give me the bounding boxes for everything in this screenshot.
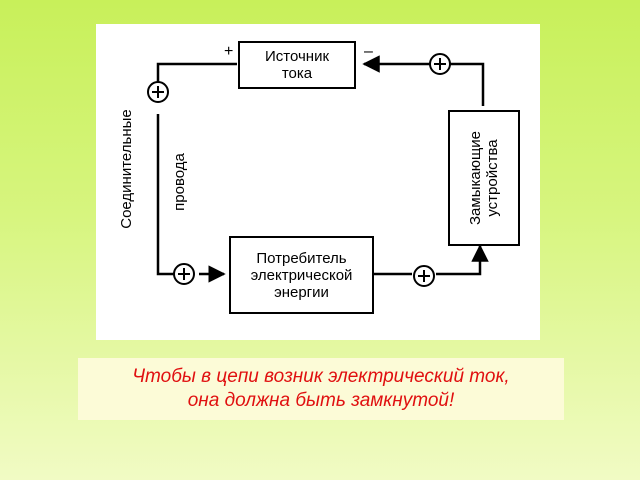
plus-circle-top-right-icon: [429, 53, 451, 75]
wire-top-right: [362, 55, 485, 106]
minus-sign: –: [364, 43, 373, 60]
plus-sign: +: [224, 43, 233, 60]
wire-left: [156, 114, 178, 276]
switch-box: Замыкающие устройства: [448, 110, 520, 246]
caption-text: Чтобы в цепи возник электрический ток, о…: [132, 366, 510, 411]
circuit-diagram-panel: + – Источник тока Потребитель электричес…: [96, 24, 540, 340]
current-source-box: Источник тока: [238, 41, 356, 89]
wire-right-up: [436, 244, 489, 276]
consumer-box: Потребитель электрической энергии: [229, 236, 374, 314]
caption-box: Чтобы в цепи возник электрический ток, о…: [78, 358, 564, 420]
plus-circle-bottom-left-icon: [173, 263, 195, 285]
plus-circle-bottom-right-icon: [413, 265, 435, 287]
wire-top-left: [156, 62, 237, 90]
circuit-wires: + –: [147, 43, 489, 287]
switch-box-label: Замыкающие устройства: [467, 130, 502, 226]
wires-label-2: провода: [171, 153, 188, 211]
wires-label-1: Соединительные: [118, 109, 135, 229]
plus-circle-top-left-icon: [147, 81, 169, 103]
